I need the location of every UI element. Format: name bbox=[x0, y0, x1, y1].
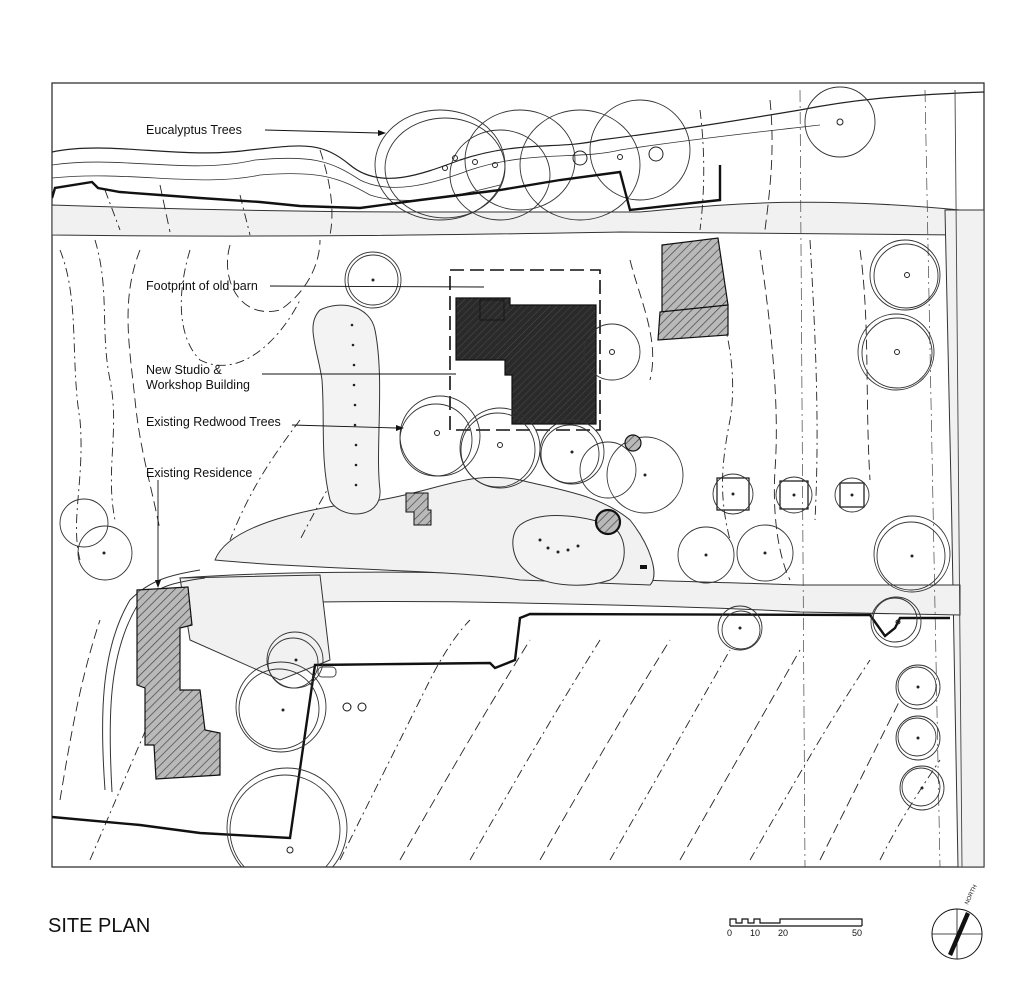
contour bbox=[180, 249, 301, 366]
scale-tick-0: 0 bbox=[727, 928, 732, 938]
upper-road bbox=[52, 201, 961, 237]
scale-tick-20: 20 bbox=[778, 928, 788, 938]
contour bbox=[104, 189, 121, 231]
contour bbox=[859, 249, 871, 481]
planter-island bbox=[312, 304, 381, 515]
drawing-title: SITE PLAN bbox=[48, 915, 150, 937]
contour bbox=[127, 249, 161, 531]
garden-shed bbox=[405, 492, 432, 526]
survey-line bbox=[799, 89, 806, 867]
contour bbox=[629, 259, 654, 381]
label-studio-line1: New Studio & bbox=[146, 363, 222, 377]
north-arrow-icon: NORTH bbox=[931, 884, 983, 960]
outbuilding-east-lower bbox=[657, 304, 729, 341]
eucalyptus-canopy bbox=[374, 86, 876, 221]
contour bbox=[699, 109, 705, 231]
outbuilding-east bbox=[661, 237, 729, 313]
label-residence: Existing Residence bbox=[146, 466, 252, 480]
utility-marker bbox=[640, 565, 647, 569]
label-eucalyptus: Eucalyptus Trees bbox=[146, 123, 242, 137]
water-tank bbox=[594, 508, 622, 536]
creek-line-2 bbox=[52, 124, 821, 188]
contour bbox=[609, 649, 731, 861]
property-line bbox=[52, 612, 950, 840]
contour bbox=[469, 639, 601, 861]
contour bbox=[89, 649, 181, 861]
north-label: NORTH bbox=[964, 884, 978, 906]
well-head bbox=[357, 702, 367, 712]
contour bbox=[764, 99, 773, 231]
water-tank-small bbox=[624, 434, 642, 452]
west-path-edge bbox=[109, 577, 206, 793]
studio-courtyard bbox=[479, 299, 505, 321]
contour bbox=[759, 249, 791, 581]
well-head bbox=[342, 702, 352, 712]
new-studio-building bbox=[455, 297, 597, 425]
contour bbox=[809, 239, 818, 521]
contour bbox=[539, 639, 671, 861]
planter-boxes bbox=[712, 473, 870, 515]
contour bbox=[229, 419, 301, 541]
label-redwood: Existing Redwood Trees bbox=[146, 415, 281, 429]
residence-court bbox=[179, 574, 331, 681]
scale-tick-50: 50 bbox=[852, 928, 862, 938]
scale-tick-10: 10 bbox=[750, 928, 760, 938]
contour bbox=[819, 699, 901, 861]
contour bbox=[399, 639, 531, 861]
contour bbox=[699, 249, 734, 541]
property-line bbox=[52, 165, 722, 212]
path-stone bbox=[317, 666, 337, 678]
scale-bar: 0 10 20 50 bbox=[727, 918, 863, 938]
contour bbox=[339, 619, 471, 861]
creek-line-1 bbox=[52, 91, 984, 179]
contour bbox=[59, 619, 101, 801]
contour bbox=[94, 239, 116, 521]
garden-bed-dots bbox=[538, 538, 580, 554]
planter-island-dots bbox=[350, 323, 358, 487]
west-path bbox=[102, 569, 201, 791]
survey-line bbox=[954, 89, 963, 867]
old-barn-footprint bbox=[449, 269, 601, 431]
existing-residence bbox=[136, 586, 221, 780]
contour bbox=[679, 649, 801, 861]
leader-lines bbox=[155, 129, 485, 588]
trees bbox=[59, 239, 951, 867]
label-old-barn: Footprint of old barn bbox=[146, 279, 258, 293]
label-studio-line2: Workshop Building bbox=[146, 378, 250, 392]
contour bbox=[319, 149, 333, 236]
contour bbox=[749, 659, 871, 861]
survey-line bbox=[924, 89, 941, 867]
contour bbox=[159, 184, 171, 233]
contour bbox=[59, 249, 82, 561]
